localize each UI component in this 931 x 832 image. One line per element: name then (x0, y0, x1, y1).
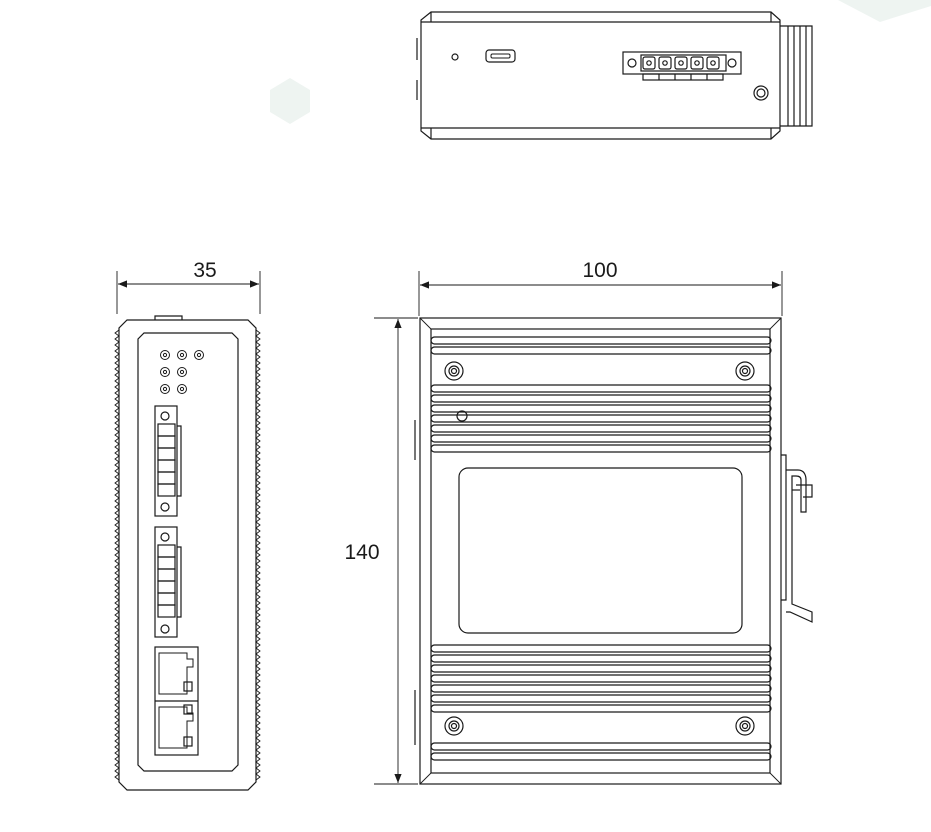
heat-fins-top (430, 336, 772, 453)
dimension-label-side-width: 35 (193, 259, 216, 282)
heat-fins-bottom (430, 644, 772, 761)
rj45-ports (154, 646, 199, 756)
top-view (416, 11, 813, 140)
watermark (270, 0, 931, 124)
led-cluster (160, 350, 204, 394)
terminal-screws-top (642, 56, 720, 70)
dimension-label-front-width: 100 (582, 259, 617, 282)
side-view (114, 271, 261, 791)
din-rail-clip (781, 454, 813, 623)
dimension-label-front-height: 140 (344, 541, 379, 564)
front-view (374, 271, 813, 785)
terminal-block-2 (154, 526, 182, 638)
terminal-block-1 (154, 405, 182, 517)
